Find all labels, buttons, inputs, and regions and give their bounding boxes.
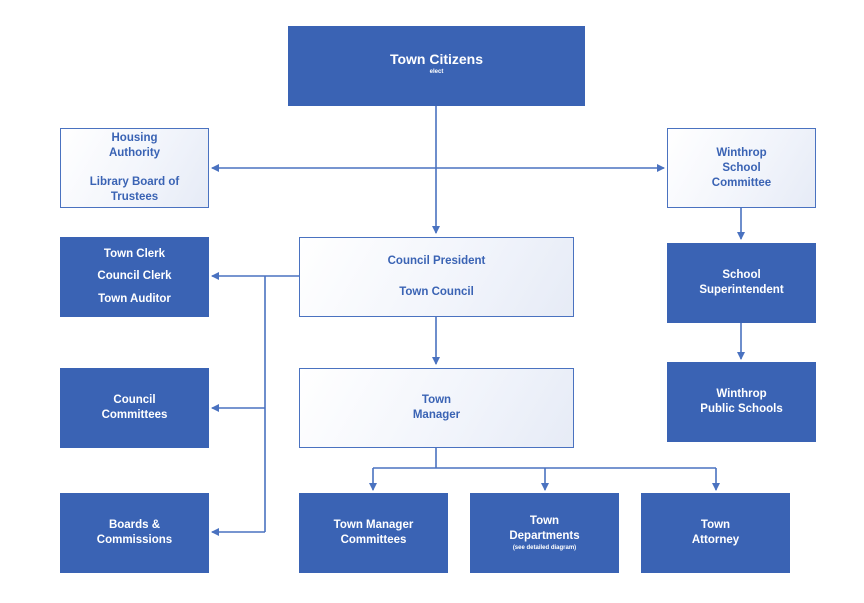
council-committees-line1: Council <box>113 394 156 406</box>
tm-committees-line2: Committees <box>340 534 407 546</box>
council-committees-box: Council Committees <box>60 368 209 448</box>
attorney-box: Town Attorney <box>641 493 790 573</box>
public-schools-line1: Winthrop <box>716 388 767 400</box>
public-schools-box: Winthrop Public Schools <box>667 362 816 442</box>
council-clerk-label: Council Clerk <box>97 270 172 283</box>
clerk-auditor-box: Town Clerk Council Clerk Town Auditor <box>60 237 209 317</box>
boards-line1: Boards & <box>108 519 161 531</box>
departments-line2: Departments <box>509 530 580 542</box>
housing-library-box: Housing Authority Library Board of Trust… <box>60 128 209 208</box>
school-committee-line2: School <box>722 161 761 174</box>
superintendent-line1: School <box>722 269 761 281</box>
tm-committees-box: Town Manager Committees <box>299 493 448 573</box>
town-auditor-label: Town Auditor <box>98 293 171 306</box>
town-citizens-label: Town Citizens <box>389 50 484 67</box>
town-manager-line2: Manager <box>412 409 461 421</box>
authority-label: Authority <box>108 147 161 159</box>
boards-line2: Commissions <box>96 534 173 546</box>
town-manager-box: Town Manager <box>299 368 574 448</box>
school-committee-line1: Winthrop <box>716 146 767 159</box>
school-committee-box: Winthrop School Committee <box>667 128 816 208</box>
library-board-label: Library Board of <box>89 176 180 188</box>
council-president-label: Council President <box>387 255 486 267</box>
departments-note: (see detailed diagram) <box>512 545 577 551</box>
tm-committees-line1: Town Manager <box>333 519 414 531</box>
public-schools-line2: Public Schools <box>700 403 783 415</box>
attorney-line2: Attorney <box>691 534 740 546</box>
council-box: Council President Town Council <box>299 237 574 317</box>
elect-label: elect <box>429 68 444 75</box>
trustees-label: Trustees <box>110 191 159 203</box>
town-citizens-box: Town Citizens elect <box>288 26 585 106</box>
town-clerk-label: Town Clerk <box>103 247 166 260</box>
town-manager-line1: Town <box>421 394 452 406</box>
departments-box: Town Departments (see detailed diagram) <box>470 493 619 573</box>
superintendent-line2: Superintendent <box>699 284 784 296</box>
attorney-line1: Town <box>700 519 731 531</box>
boards-commissions-box: Boards & Commissions <box>60 493 209 573</box>
town-council-label: Town Council <box>399 286 474 298</box>
housing-label: Housing <box>111 132 158 144</box>
departments-line1: Town <box>529 515 560 527</box>
school-committee-line3: Committee <box>711 176 772 189</box>
council-committees-line2: Committees <box>101 409 168 421</box>
superintendent-box: School Superintendent <box>667 243 816 323</box>
